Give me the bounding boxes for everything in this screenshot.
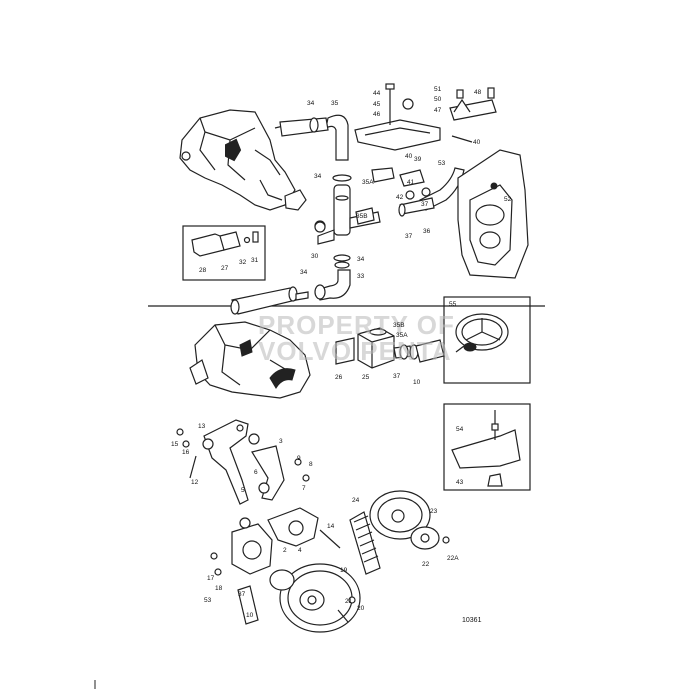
part-label: 16	[182, 449, 190, 456]
part-label: 27	[221, 265, 229, 272]
part-label: 19	[340, 567, 348, 574]
part-label: 24	[352, 497, 360, 504]
part-label: 26	[335, 374, 343, 381]
hoses-right	[355, 167, 465, 225]
engine-illustration-middle	[189, 321, 311, 399]
part-label: 55	[449, 301, 457, 308]
bracket-38	[354, 83, 497, 151]
part-label: 34	[300, 269, 308, 276]
hose-33	[314, 269, 351, 301]
sea-water-filter-25	[335, 327, 445, 369]
part-label: 13	[198, 423, 206, 430]
part-label: 53	[204, 597, 212, 604]
part-label: 7	[302, 485, 306, 492]
part-label: 37	[405, 233, 413, 240]
figure-number: 10361	[462, 617, 482, 624]
part-label: 40	[473, 139, 481, 146]
part-label: 35B	[356, 213, 368, 220]
part-label: 5	[241, 487, 245, 494]
inset-steering-wheel	[443, 296, 531, 384]
part-label: 23	[430, 508, 438, 515]
part-label: 54	[456, 426, 464, 433]
circle-marker	[402, 98, 414, 110]
part-label: 22A	[447, 555, 459, 562]
part-label: 32	[239, 259, 247, 266]
part-label: 10	[246, 612, 254, 619]
part-label: 12	[191, 479, 199, 486]
part-label: 50	[434, 96, 442, 103]
part-label: 35	[331, 100, 339, 107]
watermark-line2: VOLVO PENTA	[258, 336, 452, 366]
part-label: 35B	[393, 322, 405, 329]
part-label: 36	[423, 228, 431, 235]
part-label: 35A	[362, 179, 374, 186]
part-label: 53	[438, 160, 446, 167]
part-label: 25	[362, 374, 370, 381]
part-label: 18	[215, 585, 223, 592]
belt-and-pulley-assembly	[176, 419, 450, 633]
part-label: 52	[504, 196, 512, 203]
part-label: 34	[314, 173, 322, 180]
part-label: 39	[414, 156, 422, 163]
part-label: 40	[405, 153, 413, 160]
engine-illustration-top	[179, 109, 313, 211]
part-label: 43	[456, 479, 464, 486]
part-label: 3	[279, 438, 283, 445]
part-label: 47	[434, 107, 442, 114]
part-label: 20	[357, 605, 365, 612]
t-pipe-29	[314, 174, 381, 269]
part-label: 9	[297, 455, 301, 462]
part-label: 46	[373, 111, 381, 118]
part-label: 51	[434, 86, 442, 93]
part-label: 15	[171, 441, 179, 448]
part-label: 41	[407, 179, 415, 186]
part-label: 28	[199, 267, 207, 274]
circle-marker	[248, 433, 260, 445]
part-label: 4	[298, 547, 302, 554]
part-label: 45	[373, 101, 381, 108]
part-label: 33	[357, 273, 365, 280]
circle-marker	[314, 221, 326, 233]
part-label: 48	[474, 89, 482, 96]
part-label: 14	[327, 523, 335, 530]
part-label: 21	[345, 598, 353, 605]
exhaust-cylinder	[230, 286, 309, 315]
part-label: 34	[307, 100, 315, 107]
hose-35	[279, 114, 349, 161]
part-label: 6	[254, 469, 258, 476]
part-label: 37	[421, 201, 429, 208]
part-label: 31	[251, 257, 259, 264]
transom-shield	[457, 149, 529, 279]
part-label: 2	[283, 547, 287, 554]
part-label: 10	[413, 379, 421, 386]
part-label: 37	[238, 591, 246, 598]
inset-hull-fitting	[443, 403, 531, 491]
part-label: 42	[396, 194, 404, 201]
part-label: 37	[393, 373, 401, 380]
part-label: 44	[373, 90, 381, 97]
inset-bracket-box	[182, 225, 266, 281]
watermark-line1: PROPERTY OF	[258, 310, 455, 340]
part-label: 35A	[396, 332, 408, 339]
part-label: 34	[357, 256, 365, 263]
circle-marker	[239, 517, 251, 529]
part-label: 8	[309, 461, 313, 468]
part-label: 22	[422, 561, 430, 568]
part-label: 30	[311, 253, 319, 260]
part-label: 17	[207, 575, 215, 582]
